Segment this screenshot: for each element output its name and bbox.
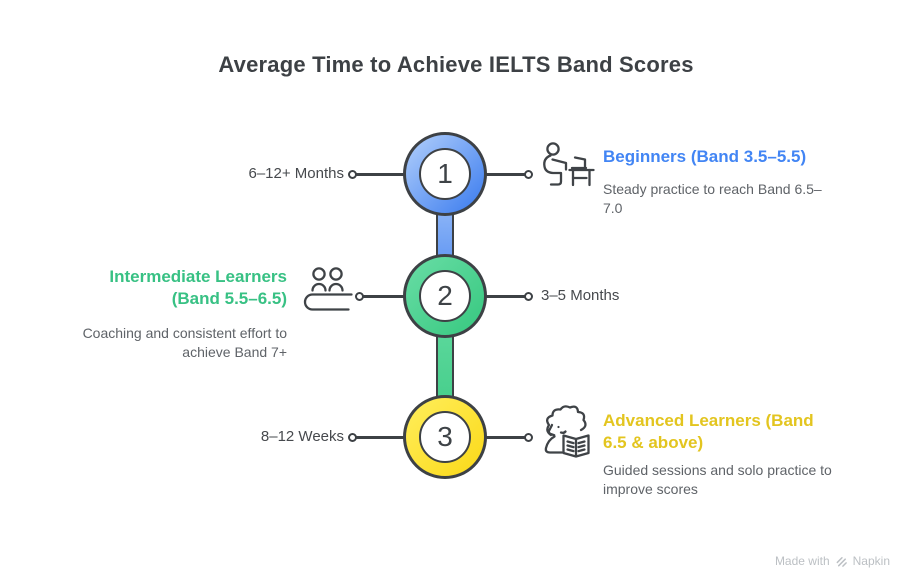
person-reading-icon: [536, 402, 600, 475]
step3-description: Guided sessions and solo practice to imp…: [603, 462, 832, 497]
step1-left-dot: [348, 170, 357, 179]
watermark-prefix: Made with: [774, 554, 830, 568]
step3-right-dot: [524, 433, 533, 442]
step1-number: 1: [419, 148, 471, 200]
step3-right-connector: [484, 436, 528, 439]
watermark: Made with Napkin: [775, 554, 890, 568]
group-meeting-icon: [299, 261, 357, 324]
step3-left-connector: [352, 436, 408, 439]
step1-left-connector: [352, 173, 408, 176]
step1-description: Steady practice to reach Band 6.5–7.0: [603, 181, 822, 216]
step2-left-connector: [362, 295, 408, 298]
step3-duration-label: 8–12 Weeks: [260, 428, 344, 445]
step3-number: 3: [419, 411, 471, 463]
page-title: Average Time to Achieve IELTS Band Score…: [218, 52, 694, 77]
step2-heading: Intermediate Learners (Band 5.5–6.5): [109, 267, 287, 308]
step3-heading: Advanced Learners (Band 6.5 & above): [603, 411, 814, 452]
step2-right-connector: [484, 295, 528, 298]
student-at-desk-icon: [533, 140, 597, 205]
step1-heading: Beginners (Band 3.5–5.5): [603, 147, 807, 166]
step3-left-dot: [348, 433, 357, 442]
watermark-brand: Napkin: [852, 554, 890, 568]
step1-right-dot: [524, 170, 533, 179]
step2-circle: 2: [403, 254, 487, 338]
step1-circle: 1: [403, 132, 487, 216]
step2-left-dot: [355, 292, 364, 301]
step2-description: Coaching and consistent effort to achiev…: [82, 325, 287, 360]
step2-number: 2: [419, 270, 471, 322]
step1-duration-label: 6–12+ Months: [248, 165, 345, 182]
step1-right-connector: [484, 173, 528, 176]
step3-circle: 3: [403, 395, 487, 479]
step2-duration-label: 3–5 Months: [541, 287, 620, 304]
napkin-logo-icon: [835, 555, 848, 568]
step2-right-dot: [524, 292, 533, 301]
